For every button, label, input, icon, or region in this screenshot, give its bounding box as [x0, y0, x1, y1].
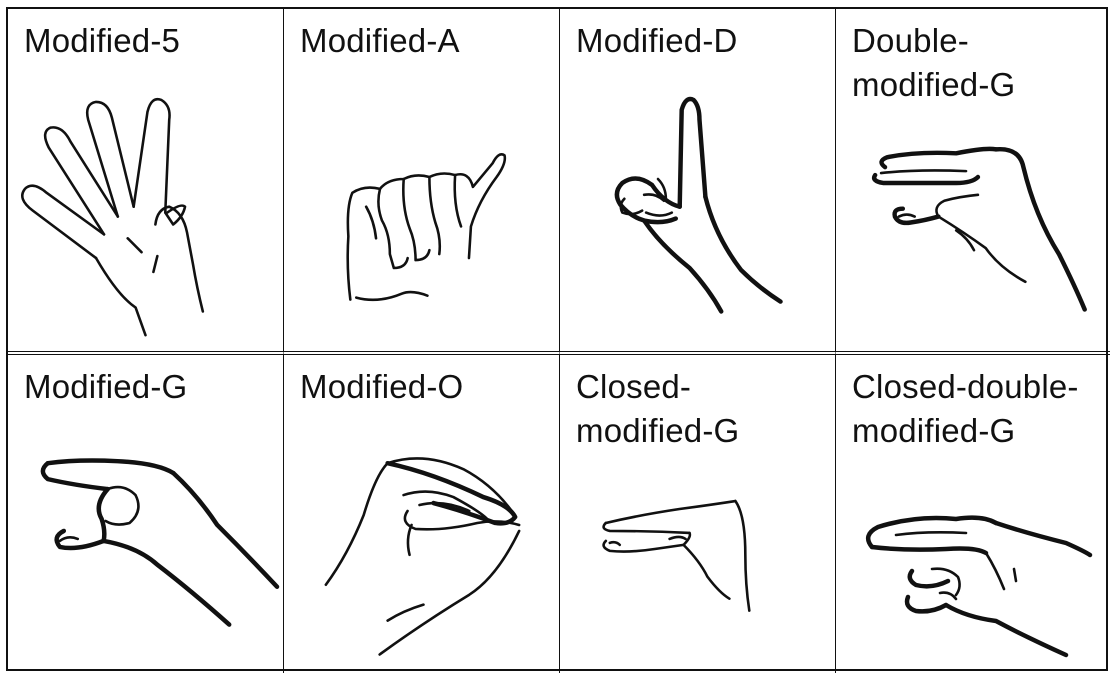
cell-modified-5: Modified-5: [8, 9, 284, 355]
cell-modified-d: Modified-D: [560, 9, 836, 355]
modified-d-hand-icon: [614, 96, 783, 314]
handshape-label: Modified-O: [300, 368, 464, 405]
handshape-label: Modified-5: [24, 22, 181, 59]
handshape-label: Double- modified-G: [852, 22, 1016, 103]
closed-double-modified-g-hand-icon: [865, 515, 1093, 658]
cell-closed-modified-g: Closed- modified-G: [560, 355, 836, 673]
cell-modified-a: Modified-A: [284, 9, 560, 355]
cell-closed-double-modified-g: Closed-double- modified-G: [836, 355, 1110, 673]
modified-o-hand-icon: [324, 457, 521, 656]
handshape-label: Modified-A: [300, 22, 460, 59]
handshape-label: Modified-D: [576, 22, 738, 59]
handshape-label: Closed- modified-G: [576, 368, 740, 449]
modified-5-hand-icon: [21, 97, 205, 337]
cell-double-modified-g: Double- modified-G: [836, 9, 1110, 355]
cell-modified-g: Modified-G: [8, 355, 284, 673]
modified-a-hand-icon: [346, 153, 507, 302]
modified-g-hand-icon: [40, 458, 280, 627]
handshape-label: Closed-double- modified-G: [852, 368, 1079, 449]
double-modified-g-hand-icon: [871, 146, 1087, 312]
handshape-grid: Modified-5 Modified-A: [6, 7, 1110, 673]
closed-modified-g-hand-icon: [602, 499, 751, 612]
handshape-label: Modified-G: [24, 368, 188, 405]
cell-modified-o: Modified-O: [284, 355, 560, 673]
